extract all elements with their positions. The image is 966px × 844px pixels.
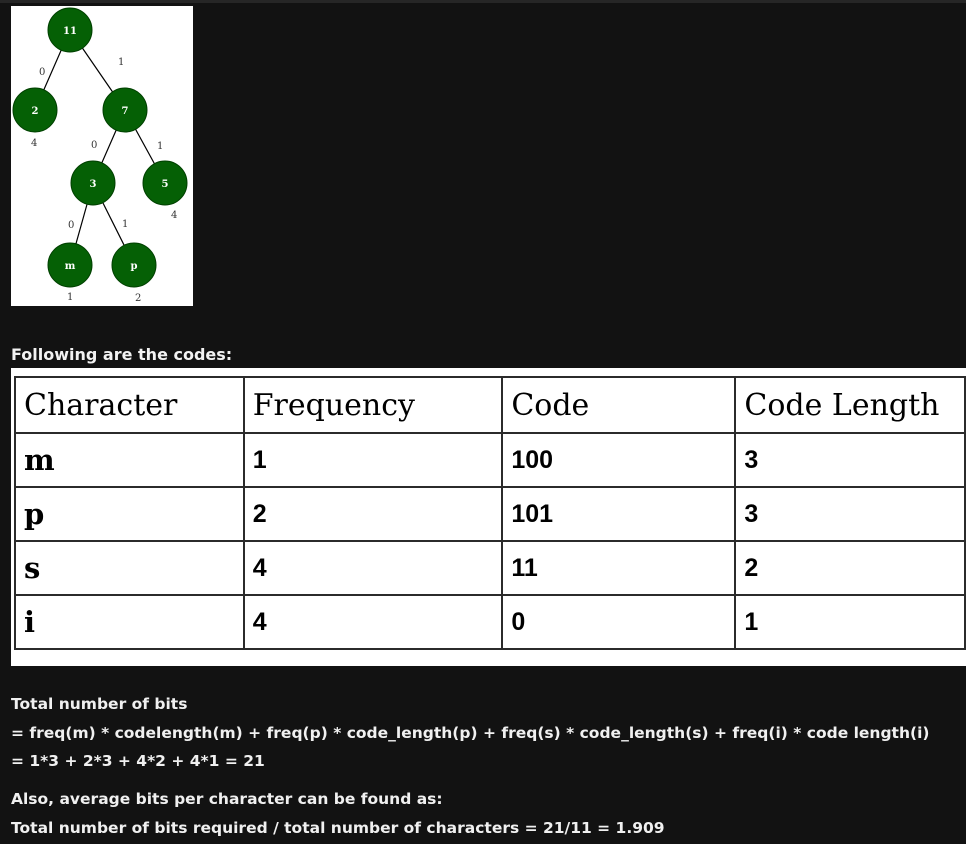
cell-code-length: 1 xyxy=(734,594,966,650)
node-label: 3 xyxy=(90,179,97,190)
tree-node-m: m xyxy=(47,242,93,288)
cell-code-length: 3 xyxy=(734,486,966,542)
node-circle xyxy=(47,242,93,288)
tree-node-p: p xyxy=(111,242,157,288)
header-code-length: Code Length xyxy=(734,376,966,434)
table-row: m 1 100 3 xyxy=(14,432,966,488)
cell-character: i xyxy=(14,594,245,650)
tree-node-2: 2 xyxy=(12,87,58,133)
leaf-freq-5: 4 xyxy=(171,210,177,221)
node-circle xyxy=(142,160,188,206)
codes-table: Character Frequency Code Code Length m 1… xyxy=(14,376,966,650)
node-label: p xyxy=(131,261,138,272)
cell-code: 0 xyxy=(501,594,737,650)
average-bits-result: Total number of bits required / total nu… xyxy=(11,819,665,837)
table-row: p 2 101 3 xyxy=(14,486,966,542)
cell-frequency: 4 xyxy=(242,540,504,596)
cell-character: m xyxy=(14,432,245,488)
edge-label-n7-right: 1 xyxy=(157,141,163,152)
cell-frequency: 2 xyxy=(242,486,504,542)
edge-label-n7-left: 0 xyxy=(91,140,97,151)
total-bits-formula: = freq(m) * codelength(m) + freq(p) * co… xyxy=(11,724,930,742)
tree-node-3: 3 xyxy=(70,160,116,206)
node-label: 5 xyxy=(162,179,169,190)
node-label: 2 xyxy=(32,106,39,117)
node-circle xyxy=(111,242,157,288)
cell-frequency: 1 xyxy=(242,432,504,488)
cell-code-length: 2 xyxy=(734,540,966,596)
cell-code-length: 3 xyxy=(734,432,966,488)
node-circle xyxy=(102,87,148,133)
node-label: 7 xyxy=(122,106,129,117)
table-row: s 4 11 2 xyxy=(14,540,966,596)
codes-intro-text: Following are the codes: xyxy=(11,345,233,364)
total-bits-result: = 1*3 + 2*3 + 4*2 + 4*1 = 21 xyxy=(11,752,265,770)
edge-label-root-right: 1 xyxy=(118,57,124,68)
node-label: m xyxy=(65,261,76,272)
edge-label-root-left: 0 xyxy=(39,67,45,78)
tree-node-5: 5 xyxy=(142,160,188,206)
total-bits-heading: Total number of bits xyxy=(11,695,188,713)
huffman-tree-figure: 0 1 0 1 0 1 11 2 7 3 xyxy=(11,6,193,306)
codes-table-panel: Character Frequency Code Code Length m 1… xyxy=(11,368,966,666)
leaf-freq-p: 2 xyxy=(135,293,141,304)
top-divider xyxy=(0,0,966,3)
average-bits-intro: Also, average bits per character can be … xyxy=(11,790,443,808)
leaf-freq-m: 1 xyxy=(67,292,73,303)
huffman-tree-svg: 0 1 0 1 0 1 11 2 7 3 xyxy=(12,7,188,304)
tree-node-7: 7 xyxy=(102,87,148,133)
cell-code: 11 xyxy=(501,540,737,596)
leaf-freq-2: 4 xyxy=(31,138,37,149)
edge-label-n3-right: 1 xyxy=(122,219,128,230)
edge-label-n3-left: 0 xyxy=(68,220,74,231)
cell-character: s xyxy=(14,540,245,596)
node-circle xyxy=(70,160,116,206)
table-header-row: Character Frequency Code Code Length xyxy=(14,376,966,434)
node-circle xyxy=(12,87,58,133)
cell-character: p xyxy=(14,486,245,542)
header-code: Code xyxy=(501,376,737,434)
cell-code: 100 xyxy=(501,432,737,488)
header-frequency: Frequency xyxy=(242,376,504,434)
tree-node-root: 11 xyxy=(47,7,93,53)
cell-code: 101 xyxy=(501,486,737,542)
table-row: i 4 0 1 xyxy=(14,594,966,650)
cell-frequency: 4 xyxy=(242,594,504,650)
header-character: Character xyxy=(14,376,245,434)
node-circle xyxy=(47,7,93,53)
node-label: 11 xyxy=(63,26,77,37)
